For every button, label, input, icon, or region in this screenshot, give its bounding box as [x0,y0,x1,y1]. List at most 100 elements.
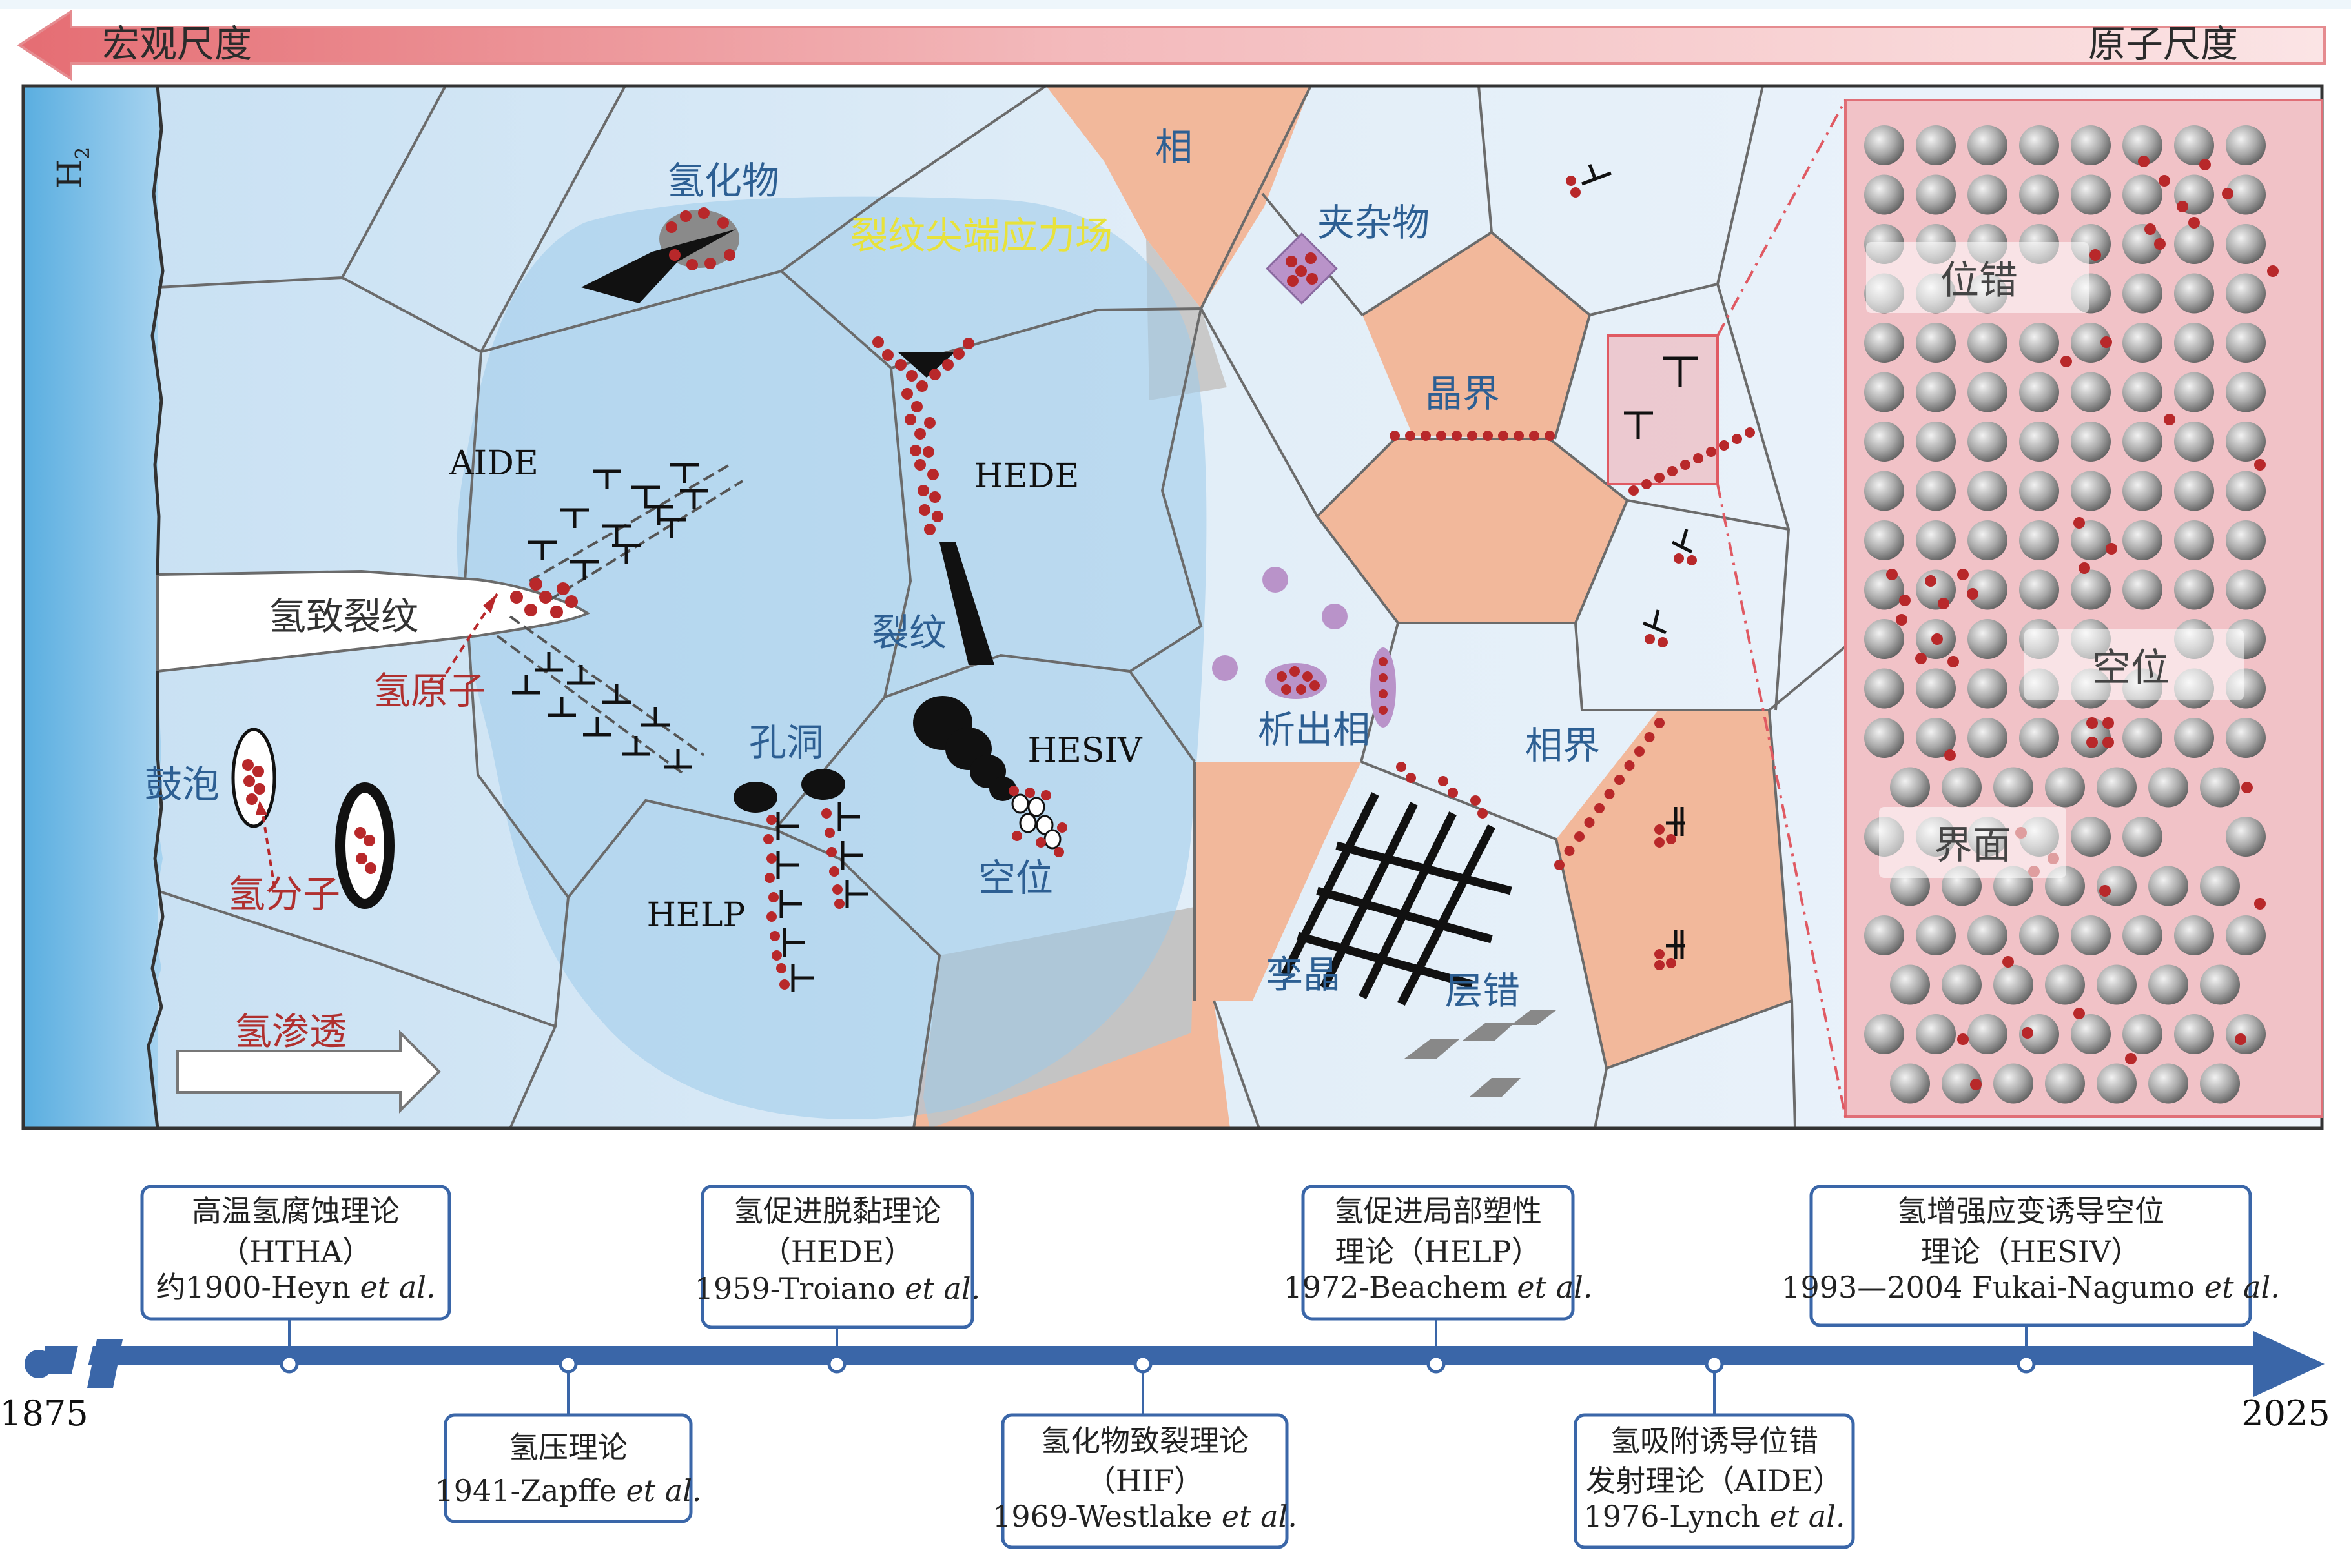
theory-box-help: 氢促进局部塑性 理论（HELP） 1972-Beachem et al. [1283,1185,1593,1321]
precipitate-1 [1262,567,1288,593]
hydrogen-atom [2177,201,2188,212]
atom [2019,1014,2059,1054]
atom [2174,1014,2214,1054]
atom [2071,125,2111,165]
box-line-2: （HTHA） [220,1234,372,1269]
atomic-inset: 位错 空位 界面 [1844,99,2323,1118]
atom [2226,569,2266,610]
twin-h-atoms [1396,762,1488,819]
hydrogen-atom [2159,175,2170,187]
timeline-end-year: 2025 [2241,1393,2330,1434]
stacking-fault-feature [1404,1010,1556,1097]
atom [2122,1014,2162,1054]
phase-grain-gb-upper [1362,232,1590,439]
label-inclusion: 夹杂物 [1317,201,1430,245]
precipitate-3 [1212,655,1238,681]
hydrogen-atom [923,446,934,458]
atom [2200,767,2240,808]
hydrogen-atom [1421,431,1431,441]
hede-h-atoms [872,336,974,535]
hydrogen-atom [2154,238,2166,250]
atom [1864,372,1904,412]
atom [2122,372,2162,412]
atom [1916,372,1956,412]
label-crack: 裂纹 [872,611,947,655]
inclusion-feature [1266,232,1338,305]
hydrogen-atom [1957,569,1969,580]
atom [2019,174,2059,215]
hydrogen-atom [834,899,845,909]
box-line-2: 理论（HELP） [1335,1234,1541,1269]
help-h-atoms [763,808,845,990]
dislocation-symbol [570,560,599,580]
hydrogen-atom [832,884,843,895]
atom [1942,964,1982,1005]
h2-molecule-arrow [260,805,276,888]
hydrogen-atom [1514,431,1524,441]
permeation-arrow [176,1030,441,1114]
timeline: 1875 2025 高温氢腐蚀理论 （HTHA） 约1900-Heyn [0,1185,2330,1549]
hydrogen-atom [1390,431,1400,441]
dislocation-symbol [641,707,670,727]
hydrogen-atom [1886,569,1898,580]
hydrogen-atom [872,336,884,348]
dislocation-symbol [593,469,621,489]
box-line-1: 氢促进局部塑性 [1334,1194,1542,1228]
hydrogen-atom [905,414,916,425]
hydrogen-atom [914,459,926,471]
atom [2226,174,2266,215]
hydrogen-atom [2002,956,2014,968]
hydrogen-atom [2060,356,2072,367]
right-dislocations [1581,164,1698,959]
label-crack-tip-field: 裂纹尖端应力场 [850,214,1113,258]
h-atom-arrowhead [483,594,497,613]
hydrogen-atom [2222,188,2233,199]
label-aide: AIDE [449,444,539,483]
hydrogen-atom [1944,749,1956,761]
hydrogen-atom [2086,737,2098,748]
hydrogen-atom [1498,431,1508,441]
atom [1864,569,1904,610]
phase-grain-gb-lower [1317,439,1627,623]
slip-plane-upper [528,463,744,602]
hydrogen-atom [2073,1008,2085,1019]
atom [1967,372,2007,412]
label-blister: 鼓泡 [145,762,220,806]
atomic-label-interface-box: 界面 [1879,807,2066,878]
label-phase-boundary: 相界 [1525,724,1600,768]
atom [1993,1063,2033,1104]
atom [2226,422,2266,462]
box-line-3: 1972-Beachem et al. [1283,1270,1592,1305]
atom [1890,964,1930,1005]
hydrogen-atom [895,359,907,371]
hydrogen-atom [1925,575,1936,587]
label-hydrogen-crack: 氢致裂纹 [269,595,418,638]
dislocation-symbol [791,964,814,992]
box-frame [1809,1185,2252,1327]
atom [2200,1063,2240,1104]
atom [2226,520,2266,560]
atom [1864,915,1904,955]
atom [1864,520,1904,560]
zoom-dashed-lines [1716,99,1847,1117]
atom [2045,1063,2085,1104]
hydrogen-atom [2099,885,2111,897]
hydrogen-atom [2199,159,2211,170]
timeline-break-mark [25,1339,123,1388]
atom [2148,767,2188,808]
atom [2071,817,2111,857]
hesiv-void-4 [989,777,1016,801]
atom [2174,323,2214,363]
atom [2019,323,2059,363]
hydrogen-atom [1628,485,1639,496]
hydrogen-atom [1564,846,1575,856]
dislocation-symbol [845,880,868,908]
hydrogen-atom [2138,156,2150,167]
phase-grain-right [1556,710,1792,1068]
atom [1916,915,1956,955]
atom [2071,323,2111,363]
hydrogen-atom [1624,760,1635,771]
atom [2045,964,2085,1005]
hydrogen-atom [919,504,930,516]
